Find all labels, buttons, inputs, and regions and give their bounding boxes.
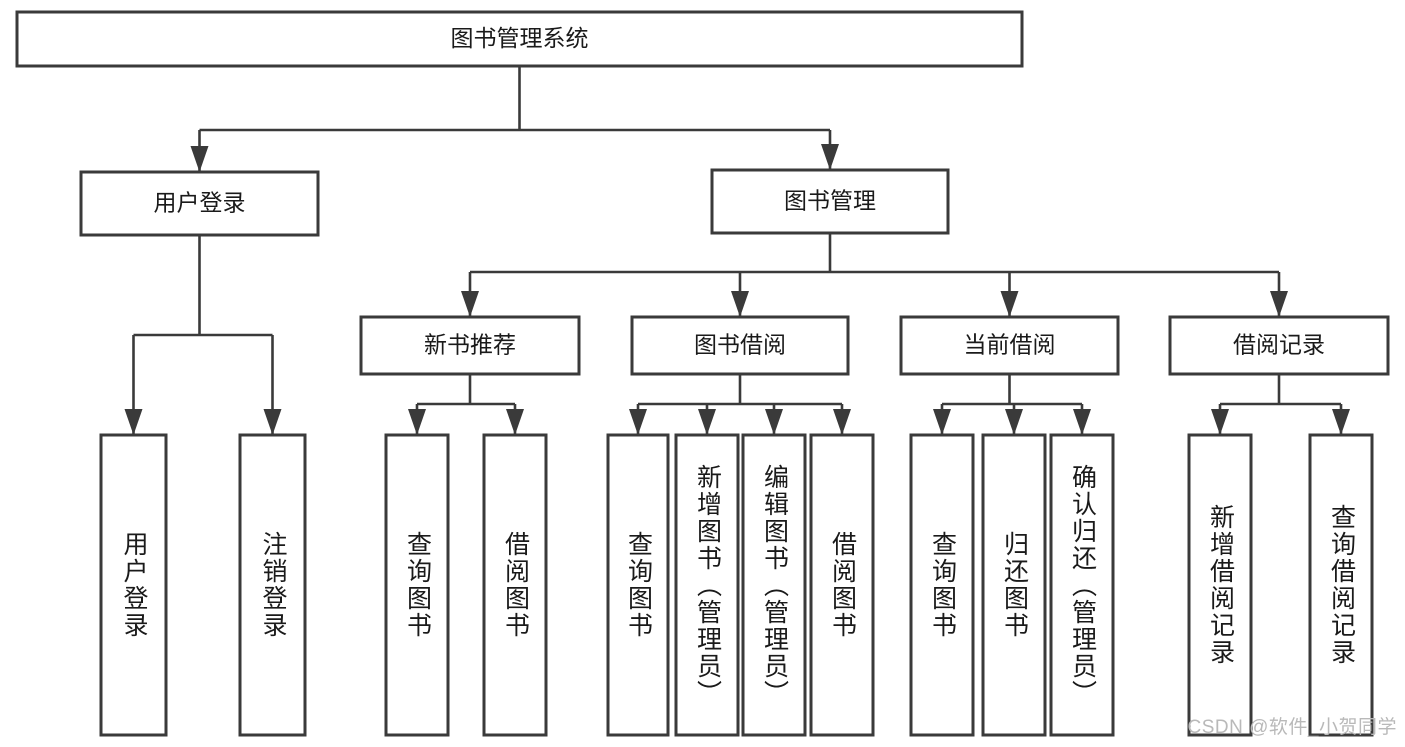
books-to-level2-arrow-3 bbox=[1270, 291, 1288, 317]
books-to-level2-arrow-1 bbox=[731, 291, 749, 317]
node-label-l1_1: 图书管理 bbox=[784, 188, 876, 214]
books-to-level2-arrow-2 bbox=[1000, 291, 1019, 317]
node-label-l2_0: 新书推荐 bbox=[424, 332, 516, 358]
node-label-l1_0: 用户登录 bbox=[154, 190, 246, 216]
node-box-root[interactable] bbox=[15, 10, 1024, 68]
node-label-l2_3: 借阅记录 bbox=[1233, 332, 1325, 358]
node-box-leaf_6[interactable] bbox=[741, 433, 807, 737]
node-label-l2_2: 当前借阅 bbox=[964, 332, 1056, 358]
newbooks-to-leaves-arrow-0 bbox=[408, 409, 426, 435]
records-to-leaves-arrow-0 bbox=[1211, 409, 1229, 435]
node-box-l1_0[interactable] bbox=[79, 170, 320, 237]
node-box-leaf_0[interactable] bbox=[99, 433, 168, 737]
node-box-l2_2[interactable] bbox=[899, 315, 1120, 376]
node-box-leaf_11[interactable] bbox=[1187, 433, 1253, 737]
edge-layer bbox=[124, 66, 1350, 435]
node-box-leaf_3[interactable] bbox=[482, 433, 548, 737]
borrow-to-leaves-arrow-3 bbox=[833, 409, 851, 435]
books-to-level2-arrow-0 bbox=[461, 291, 479, 317]
node-box-leaf_12[interactable] bbox=[1308, 433, 1374, 737]
node-box-leaf_10[interactable] bbox=[1049, 433, 1115, 737]
current-to-leaves-arrow-2 bbox=[1073, 409, 1091, 435]
root-to-level1-arrow-1 bbox=[821, 144, 839, 170]
login-to-leaves-arrow-1 bbox=[263, 409, 282, 435]
borrow-to-leaves-arrow-0 bbox=[629, 409, 647, 435]
node-box-l2_3[interactable] bbox=[1168, 315, 1390, 376]
newbooks-to-leaves-arrow-1 bbox=[506, 409, 524, 435]
node-box-leaf_9[interactable] bbox=[981, 433, 1047, 737]
node-box-leaf_4[interactable] bbox=[606, 433, 670, 737]
watermark-credit: CSDN @软件_小贺同学 bbox=[1187, 717, 1397, 738]
node-label-root: 图书管理系统 bbox=[451, 25, 589, 51]
login-to-leaves-arrow-0 bbox=[124, 409, 143, 435]
borrow-to-leaves-arrow-1 bbox=[698, 409, 716, 435]
current-to-leaves-arrow-0 bbox=[933, 409, 951, 435]
node-box-leaf_8[interactable] bbox=[909, 433, 975, 737]
root-to-level1-arrow-0 bbox=[190, 146, 209, 172]
node-box-l2_0[interactable] bbox=[359, 315, 581, 376]
records-to-leaves-arrow-1 bbox=[1332, 409, 1350, 435]
node-box-leaf_1[interactable] bbox=[238, 433, 307, 737]
current-to-leaves-arrow-1 bbox=[1005, 409, 1023, 435]
borrow-to-leaves-arrow-2 bbox=[765, 409, 783, 435]
node-label-l2_1: 图书借阅 bbox=[694, 332, 786, 358]
node-box-leaf_5[interactable] bbox=[674, 433, 740, 737]
node-box-leaf_2[interactable] bbox=[384, 433, 450, 737]
node-box-l2_1[interactable] bbox=[630, 315, 850, 376]
node-box-l1_1[interactable] bbox=[710, 168, 950, 235]
node-box-leaf_7[interactable] bbox=[809, 433, 875, 737]
